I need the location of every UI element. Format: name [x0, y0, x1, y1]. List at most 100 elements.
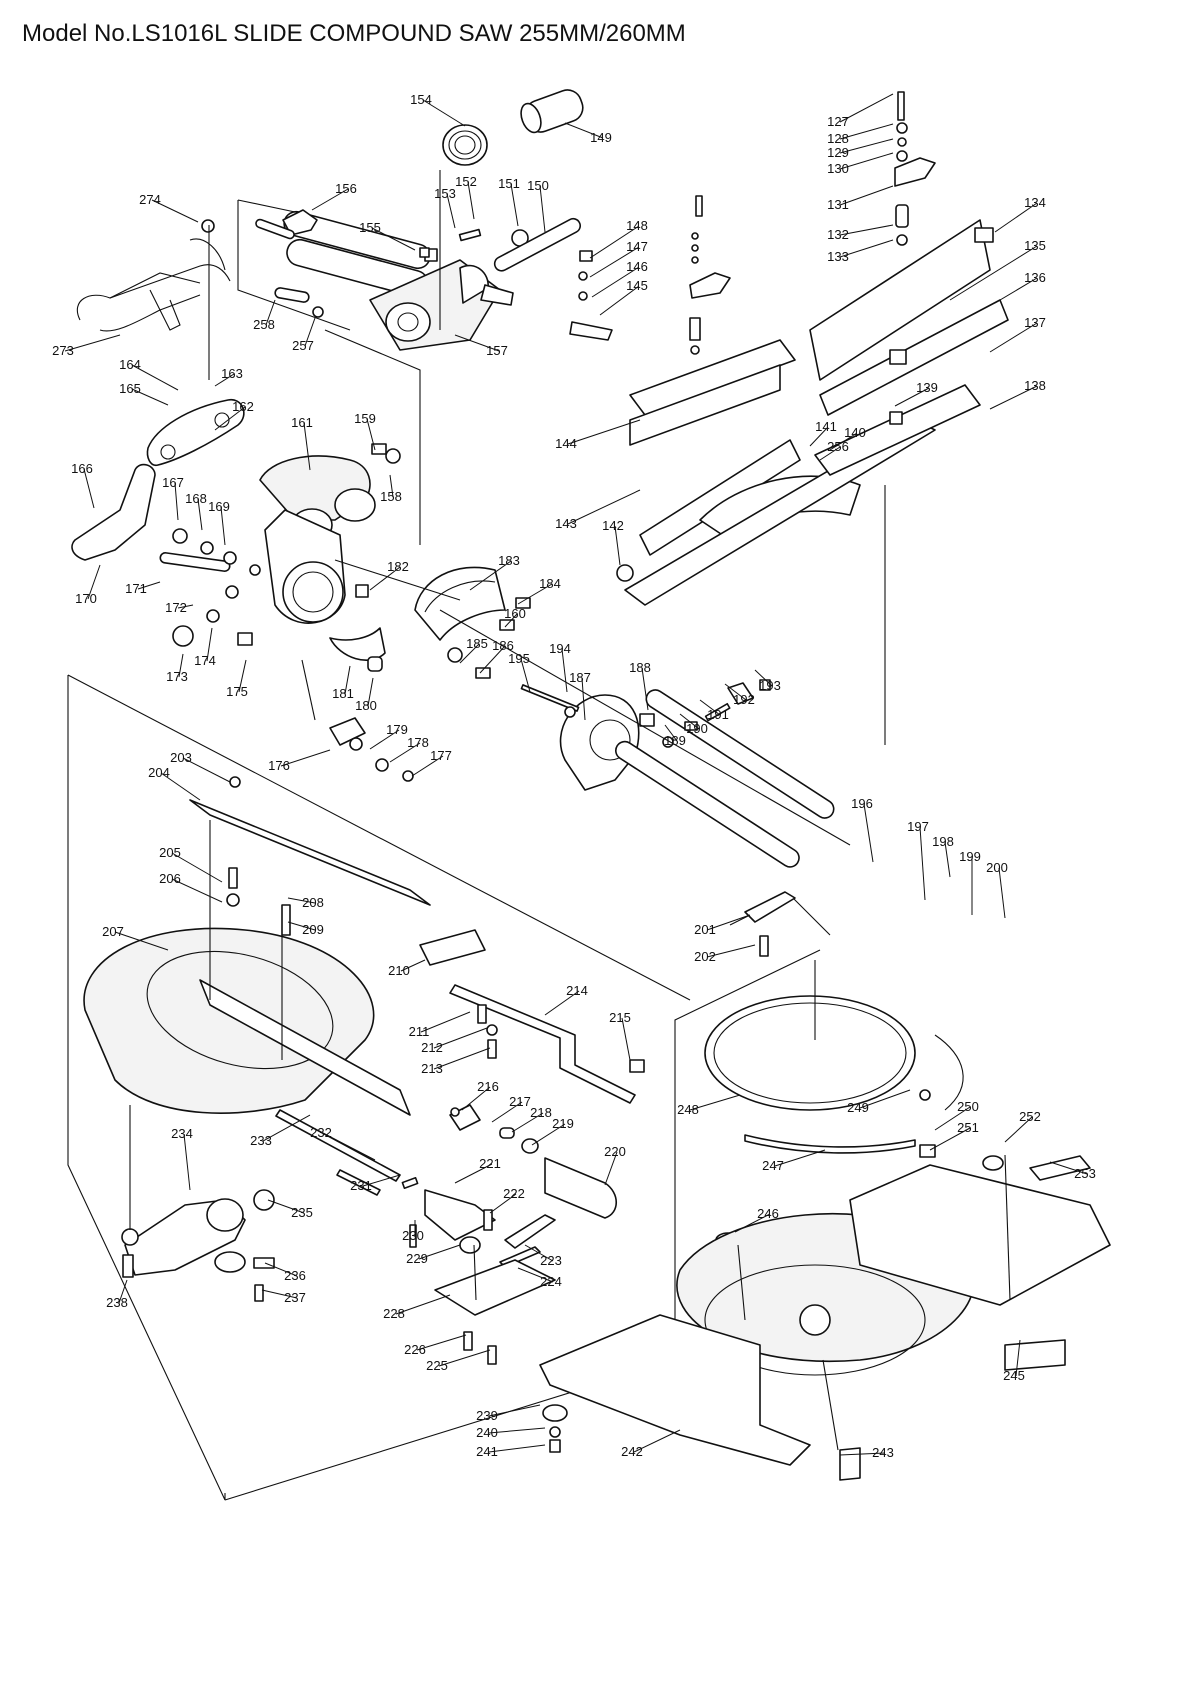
part-label-157: 157	[486, 343, 508, 358]
leader-line-239	[488, 1404, 541, 1417]
part-label-183: 183	[498, 553, 520, 568]
part-label-248: 248	[677, 1102, 699, 1117]
part-label-170: 170	[75, 591, 97, 606]
part-label-239: 239	[476, 1408, 498, 1423]
connection-lines	[129, 170, 1011, 1451]
part-label-131: 131	[827, 197, 849, 212]
part-label-211: 211	[409, 1024, 430, 1039]
part-label-142: 142	[602, 518, 624, 533]
leader-line-247	[774, 1149, 826, 1167]
leader-line-204	[160, 772, 201, 801]
part-label-155: 155	[359, 220, 381, 235]
leader-line-182	[369, 566, 401, 591]
leader-line-256	[819, 446, 841, 461]
leader-line-249	[859, 1089, 911, 1109]
leader-line-207	[114, 931, 169, 951]
leader-line-219	[531, 1123, 566, 1146]
part-label-240: 240	[476, 1425, 498, 1440]
part-label-223: 223	[540, 1253, 562, 1268]
part-label-274: 274	[139, 192, 161, 207]
part-label-190: 190	[686, 721, 708, 736]
part-label-182: 182	[387, 559, 409, 574]
leader-line-228	[395, 1294, 451, 1315]
lower-guard-assembly	[83, 776, 645, 1365]
leader-line-209	[287, 921, 316, 931]
part-label-169: 169	[208, 499, 230, 514]
leader-line-221	[454, 1163, 493, 1184]
leader-line-186	[479, 645, 506, 674]
leader-line-231	[362, 1174, 401, 1187]
leader-line-174	[206, 627, 213, 662]
part-label-140: 140	[844, 425, 866, 440]
leader-line-229	[418, 1244, 461, 1260]
part-label-249: 249	[847, 1100, 869, 1115]
part-label-197: 197	[907, 819, 929, 834]
leader-line-234	[183, 1133, 191, 1191]
leader-line-201	[706, 914, 751, 931]
part-label-150: 150	[527, 178, 549, 193]
slide-rail-assembly	[520, 679, 835, 957]
leader-line-252	[1004, 1116, 1033, 1143]
leader-line-134	[994, 202, 1038, 233]
part-label-233: 233	[250, 1133, 272, 1148]
leader-line-237	[261, 1289, 298, 1299]
part-number-labels: 1271281291301311321331341351361371381391…	[52, 92, 1096, 1460]
part-label-217: 217	[509, 1094, 531, 1109]
leader-line-127	[839, 93, 894, 123]
leader-line-152	[467, 181, 475, 220]
leader-line-226	[416, 1334, 467, 1351]
part-label-246: 246	[757, 1206, 779, 1221]
part-label-137: 137	[1024, 315, 1046, 330]
part-label-167: 167	[162, 475, 184, 490]
leader-line-258	[265, 299, 276, 326]
leader-line-202	[706, 944, 756, 958]
part-label-168: 168	[185, 491, 207, 506]
leader-line-198	[944, 841, 951, 878]
leader-line-189	[664, 724, 678, 742]
part-label-173: 173	[166, 669, 188, 684]
pivot-block-234	[121, 1189, 275, 1302]
part-label-245: 245	[1003, 1368, 1025, 1383]
leader-line-225	[438, 1349, 491, 1367]
leader-line-165	[131, 388, 169, 406]
part-label-128: 128	[827, 131, 849, 146]
part-label-236: 236	[284, 1268, 306, 1283]
leader-line-162	[214, 406, 246, 431]
leader-line-274	[151, 199, 199, 223]
leader-line-146	[591, 266, 640, 298]
leader-line-193	[754, 669, 773, 687]
leader-line-235	[267, 1199, 305, 1214]
part-label-180: 180	[355, 698, 377, 713]
leader-line-135	[949, 245, 1038, 301]
leader-line-177	[411, 755, 444, 777]
leader-line-166	[83, 468, 95, 509]
leader-line-214	[544, 990, 580, 1016]
leader-line-137	[989, 322, 1038, 353]
part-label-171: 171	[125, 581, 147, 596]
leader-line-257	[304, 317, 316, 347]
part-label-191: 191	[707, 707, 729, 722]
part-label-175: 175	[226, 684, 248, 699]
part-label-151: 151	[498, 176, 520, 191]
part-label-257: 257	[292, 338, 314, 353]
leader-line-191	[699, 699, 721, 716]
leader-line-144	[567, 419, 641, 445]
part-label-204: 204	[148, 765, 170, 780]
part-label-130: 130	[827, 161, 849, 176]
part-label-162: 162	[232, 399, 254, 414]
part-label-230: 230	[402, 1228, 424, 1243]
part-label-238: 238	[106, 1295, 128, 1310]
part-label-178: 178	[407, 735, 429, 750]
part-label-219: 219	[552, 1116, 574, 1131]
part-label-196: 196	[851, 796, 873, 811]
leader-line-128	[839, 123, 894, 140]
leader-line-143	[567, 489, 641, 525]
part-label-243: 243	[872, 1445, 894, 1460]
part-label-256: 256	[827, 439, 849, 454]
part-label-149: 149	[590, 130, 612, 145]
part-label-152: 152	[455, 174, 477, 189]
leader-line-250	[934, 1106, 971, 1131]
part-label-209: 209	[302, 922, 324, 937]
leader-line-132	[839, 224, 894, 236]
